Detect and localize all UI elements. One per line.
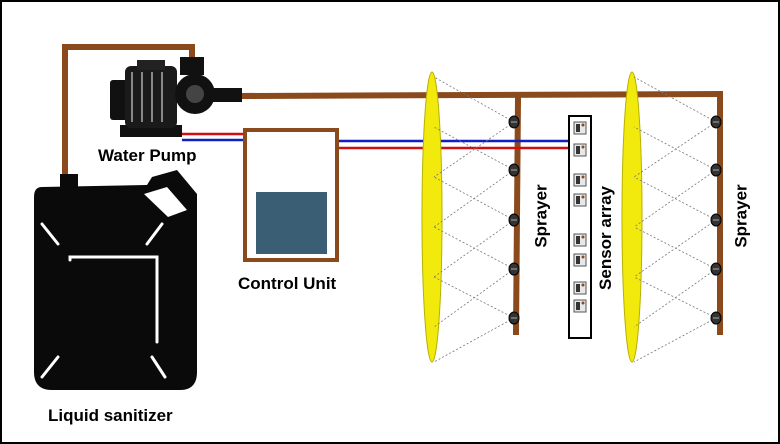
spray-line	[633, 268, 717, 328]
nozzle-icon	[710, 311, 722, 325]
spray-line	[433, 226, 515, 270]
sensor-group	[573, 121, 587, 313]
pipe-from-container	[62, 44, 195, 185]
spray-line	[433, 317, 515, 363]
pipe-main-outlet	[236, 90, 724, 100]
pump-icon	[110, 57, 242, 137]
spray-line	[633, 76, 717, 123]
label-water-pump: Water Pump	[98, 146, 197, 165]
wires	[182, 132, 568, 150]
spray-line	[433, 276, 515, 319]
nozzle-icon	[508, 213, 520, 227]
sensor-icon	[573, 253, 587, 267]
sensor-icon	[573, 281, 587, 295]
label-sensor-array: Sensor array	[595, 186, 615, 290]
nozzle-group	[508, 115, 722, 325]
nozzle-icon	[508, 115, 520, 129]
nozzle-icon	[710, 163, 722, 177]
spray-line	[633, 126, 717, 171]
sensor-icon	[573, 193, 587, 207]
spray-line	[633, 276, 717, 319]
spray-line	[633, 176, 717, 221]
spray-pattern-left	[421, 71, 443, 363]
control-unit-box	[243, 128, 339, 262]
sensor-icon	[573, 299, 587, 313]
spray-line	[433, 121, 515, 178]
spray-line	[633, 317, 717, 363]
spray-line	[633, 219, 717, 278]
label-sprayer-right: Sprayer	[731, 184, 751, 248]
label-sprayer-left: Sprayer	[531, 184, 551, 248]
jerrycan-icon	[34, 170, 197, 390]
sensor-icon	[573, 143, 587, 157]
sensor-icon	[573, 173, 587, 187]
spray-pattern-right	[621, 71, 643, 363]
spray-line	[433, 219, 515, 278]
nozzle-icon	[508, 262, 520, 276]
spray-line	[433, 76, 515, 123]
spray-lines-right	[633, 76, 717, 363]
spray-line	[633, 121, 717, 178]
nozzle-icon	[710, 115, 722, 129]
spray-lines-left	[433, 76, 515, 363]
nozzle-icon	[508, 311, 520, 325]
spray-line	[433, 126, 515, 171]
nozzle-icon	[710, 213, 722, 227]
spray-line	[433, 268, 515, 328]
label-liquid-sanitizer: Liquid sanitizer	[48, 406, 173, 425]
label-control-unit: Control Unit	[238, 274, 337, 293]
spray-line	[433, 176, 515, 221]
nozzle-icon	[508, 163, 520, 177]
sensor-icon	[573, 121, 587, 135]
spray-line	[633, 169, 717, 228]
spray-line	[633, 226, 717, 270]
sensor-icon	[573, 233, 587, 247]
nozzle-icon	[710, 262, 722, 276]
